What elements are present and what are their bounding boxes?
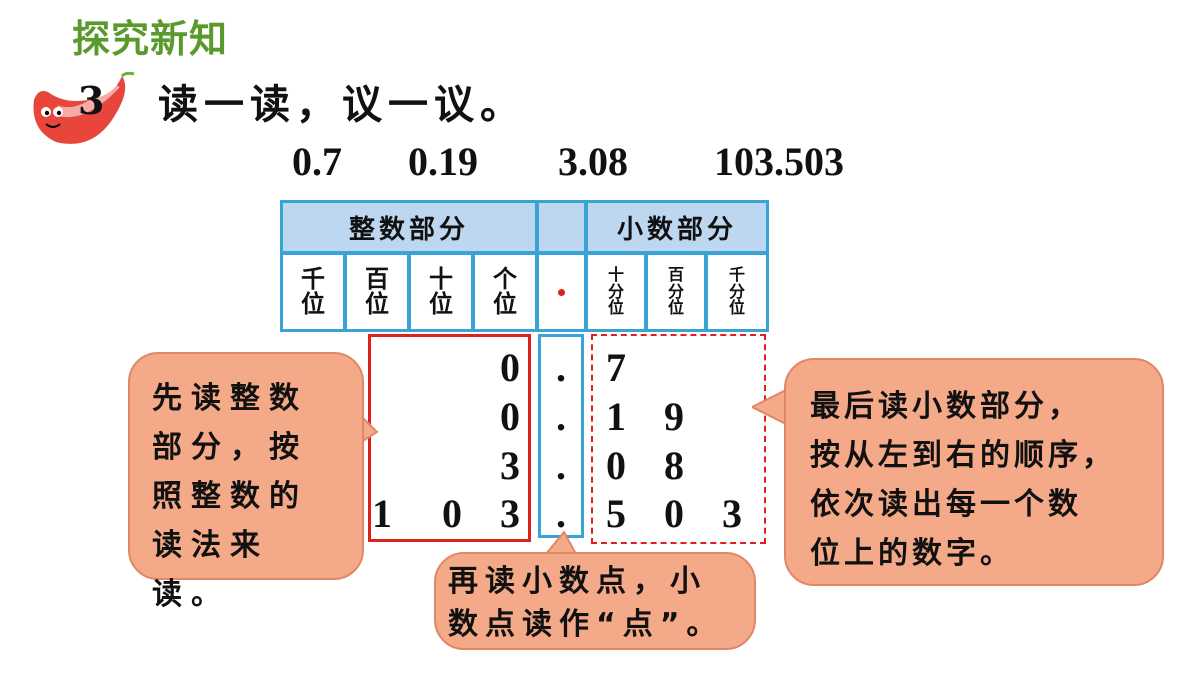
- chili-mascot-icon: [33, 71, 135, 144]
- number-item: 0.19: [408, 139, 478, 184]
- digit: 0: [606, 443, 626, 488]
- place-ones: 个位: [472, 252, 538, 332]
- digit: 0: [442, 491, 462, 536]
- decimal-part-box: [591, 334, 766, 544]
- place-hundreds: 百位: [344, 252, 410, 332]
- digit: 8: [664, 443, 684, 488]
- explanation-bubble-decimal: 最后读小数部分，按从左到右的顺序， 依次读出每一个数位上的数字。: [784, 358, 1164, 586]
- decimal-point-cell: [536, 252, 587, 332]
- section-title: 探究新知: [72, 17, 229, 61]
- digit: 0: [500, 345, 520, 390]
- number-item: 103.503: [714, 139, 844, 184]
- problem-number: 3: [78, 78, 105, 123]
- digit: 5: [606, 491, 626, 536]
- digit: 0: [500, 394, 520, 439]
- integer-part-header: 整数部分: [280, 200, 538, 254]
- place-thousands: 千位: [280, 252, 346, 332]
- explanation-bubble-integer: 先读整数部分，按 照整数的读法来读。: [128, 352, 364, 612]
- point-header: [536, 200, 587, 254]
- decimal-point-dot: [558, 288, 565, 296]
- instruction-text: 读一读，议一议。: [158, 82, 526, 128]
- number-item: 0.7: [292, 139, 342, 184]
- digit: 3: [722, 491, 742, 536]
- point-mark: .: [556, 491, 566, 536]
- digit: 1: [372, 491, 392, 536]
- digit: 1: [606, 394, 626, 439]
- digit: 7: [606, 345, 626, 390]
- digit: 9: [664, 394, 684, 439]
- integer-part-box: [368, 334, 531, 542]
- explanation-bubble-point: 再读小数点，小数点读作“点”。: [434, 552, 756, 650]
- place-tens: 十位: [408, 252, 474, 332]
- place-tenths: 十分位: [585, 252, 647, 332]
- digit: 3: [500, 443, 520, 488]
- point-mark: .: [556, 443, 566, 488]
- number-item: 3.08: [558, 139, 628, 184]
- decimal-part-header: 小数部分: [585, 200, 769, 254]
- digit: 3: [500, 491, 520, 536]
- point-mark: .: [556, 394, 566, 439]
- point-mark: .: [556, 345, 566, 390]
- place-thousandths: 千分位: [705, 252, 769, 332]
- digit: 0: [664, 491, 684, 536]
- place-hundredths: 百分位: [645, 252, 707, 332]
